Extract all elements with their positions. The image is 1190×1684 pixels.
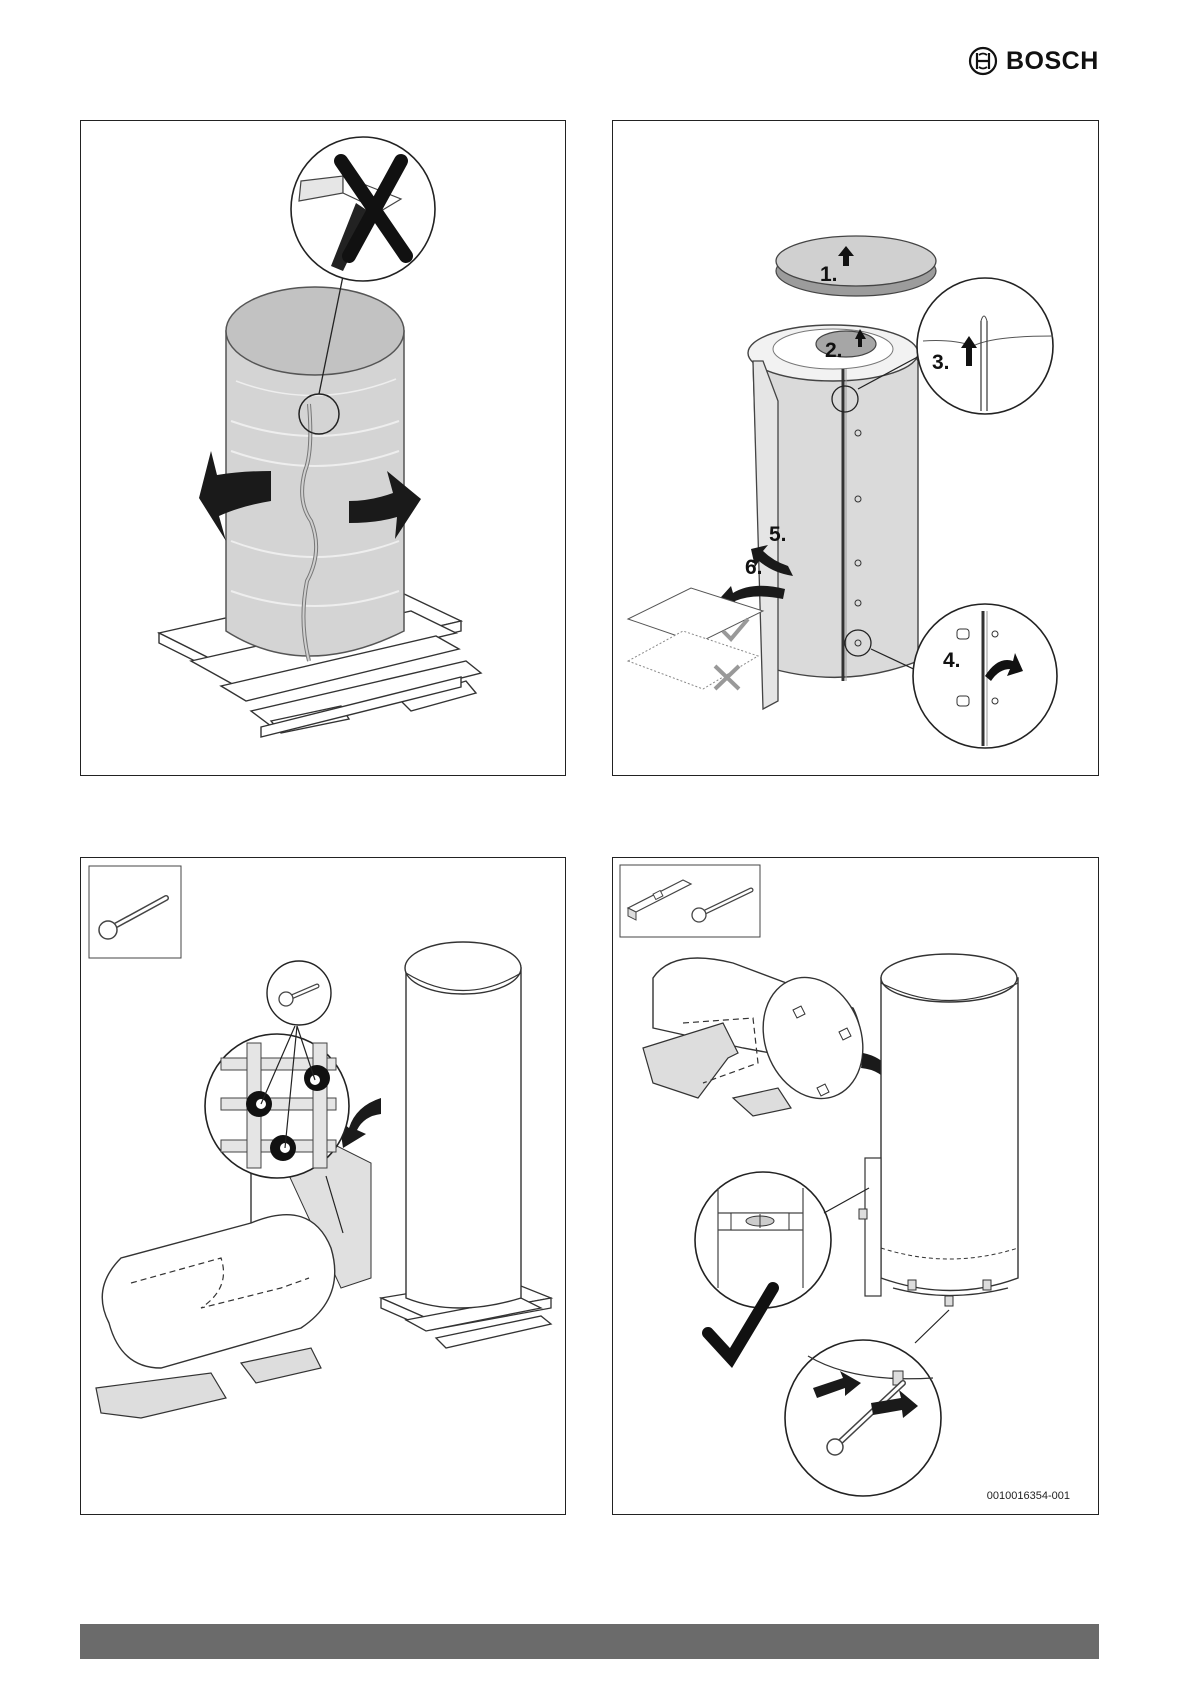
bosch-armature-logo-icon xyxy=(968,46,998,76)
lying-tank-illustration xyxy=(96,1143,371,1418)
panel-remove-insulation: 1. 2. 5. 6. xyxy=(612,120,1099,776)
brand-name: BOSCH xyxy=(1006,47,1099,76)
step-5-label: 5. xyxy=(769,523,787,546)
tank-on-pallet-illustration xyxy=(381,942,551,1348)
step-2-label: 2. xyxy=(825,339,843,362)
lid-illustration: 1. xyxy=(776,236,936,296)
discard-sheets-illustration xyxy=(628,588,763,689)
tool-box xyxy=(89,866,181,958)
footer-bar xyxy=(80,1624,1099,1659)
brand-header: BOSCH xyxy=(968,44,1099,78)
step-6-label: 6. xyxy=(745,556,763,579)
tilted-tank-illustration xyxy=(643,958,879,1116)
button-detail-magnifier: 4. xyxy=(913,604,1057,748)
foot-adjust-detail-magnifier xyxy=(785,1310,949,1496)
panel-level-tank: 0010016354-001 xyxy=(612,857,1099,1515)
step-3-label: 3. xyxy=(932,351,950,374)
step-1-label: 1. xyxy=(820,263,838,286)
upright-tank-illustration xyxy=(859,954,1018,1306)
insulation-shell-illustration: 2. 5. 6. xyxy=(713,325,939,709)
level-detail-magnifier xyxy=(695,1172,869,1308)
zipper-detail-magnifier: 3. xyxy=(917,278,1053,414)
panel-remove-pallet xyxy=(80,857,566,1515)
step-4-label: 4. xyxy=(943,649,961,672)
figure-id: 0010016354-001 xyxy=(987,1490,1070,1502)
bolts-detail-magnifier xyxy=(205,1026,349,1178)
do-not-cut-icon xyxy=(291,137,435,281)
tool-box xyxy=(620,865,760,937)
wrapped-tank-illustration xyxy=(226,276,404,661)
panel-unwrap xyxy=(80,120,566,776)
